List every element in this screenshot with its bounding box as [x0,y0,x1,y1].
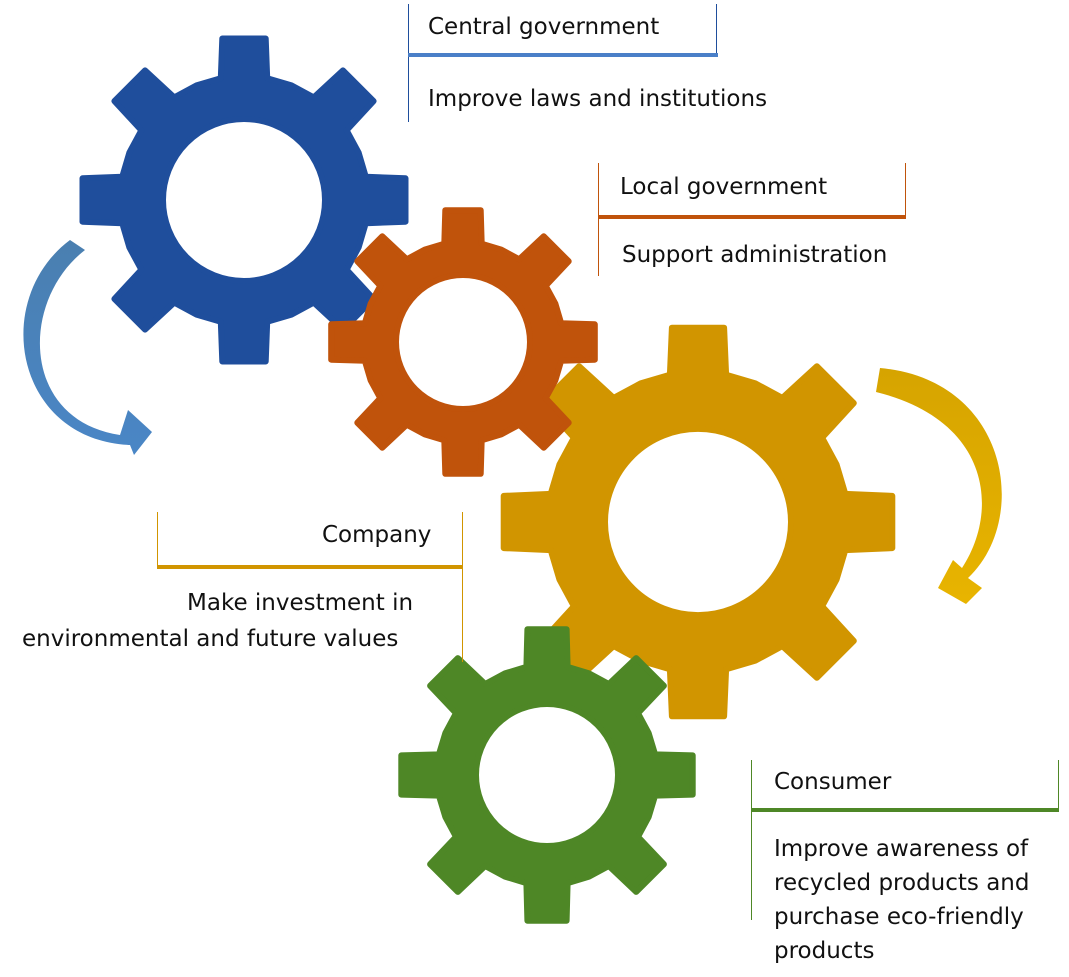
central-government-gear [79,35,409,365]
consumer-action-line-3: purchase eco-friendly [774,904,1024,930]
gear-blue-shape [79,35,409,365]
gear-orange-shape [328,207,598,477]
consumer-gear [398,626,696,924]
gear-gold-shape [500,324,896,720]
company-vertical-line-right [462,512,463,662]
company-action-line-1: Make investment in [187,590,414,616]
consumer-action-line-4: products [774,938,875,964]
central-government-action: Improve laws and institutions [428,86,768,112]
consumer-vertical-line-right [1058,760,1059,810]
consumer-vertical-line-left [751,760,752,920]
gear-green-shape [398,626,696,924]
company-rule [157,565,463,569]
local-vertical-line-right [905,163,906,218]
consumer-title: Consumer [774,769,892,795]
company-gear [500,324,896,720]
consumer-action-line-2: recycled products and [774,870,1030,896]
local-government-gear [328,207,598,477]
local-vertical-line [598,163,599,276]
company-vertical-line-left [157,512,158,567]
central-government-rule [408,53,718,57]
local-government-rule [598,215,906,219]
consumer-rule [751,808,1059,812]
consumer-action-line-1: Improve awareness of [774,836,1029,862]
company-action-line-2: environmental and future values [22,626,399,652]
company-title: Company [322,522,432,548]
local-government-action: Support administration [622,242,888,268]
cycle-arrow-left [23,240,152,455]
central-vertical-line [408,4,409,122]
local-government-title: Local government [620,174,828,200]
cycle-arrow-right [876,368,1002,604]
central-government-title: Central government [428,14,660,40]
central-vertical-line-right [716,4,717,54]
